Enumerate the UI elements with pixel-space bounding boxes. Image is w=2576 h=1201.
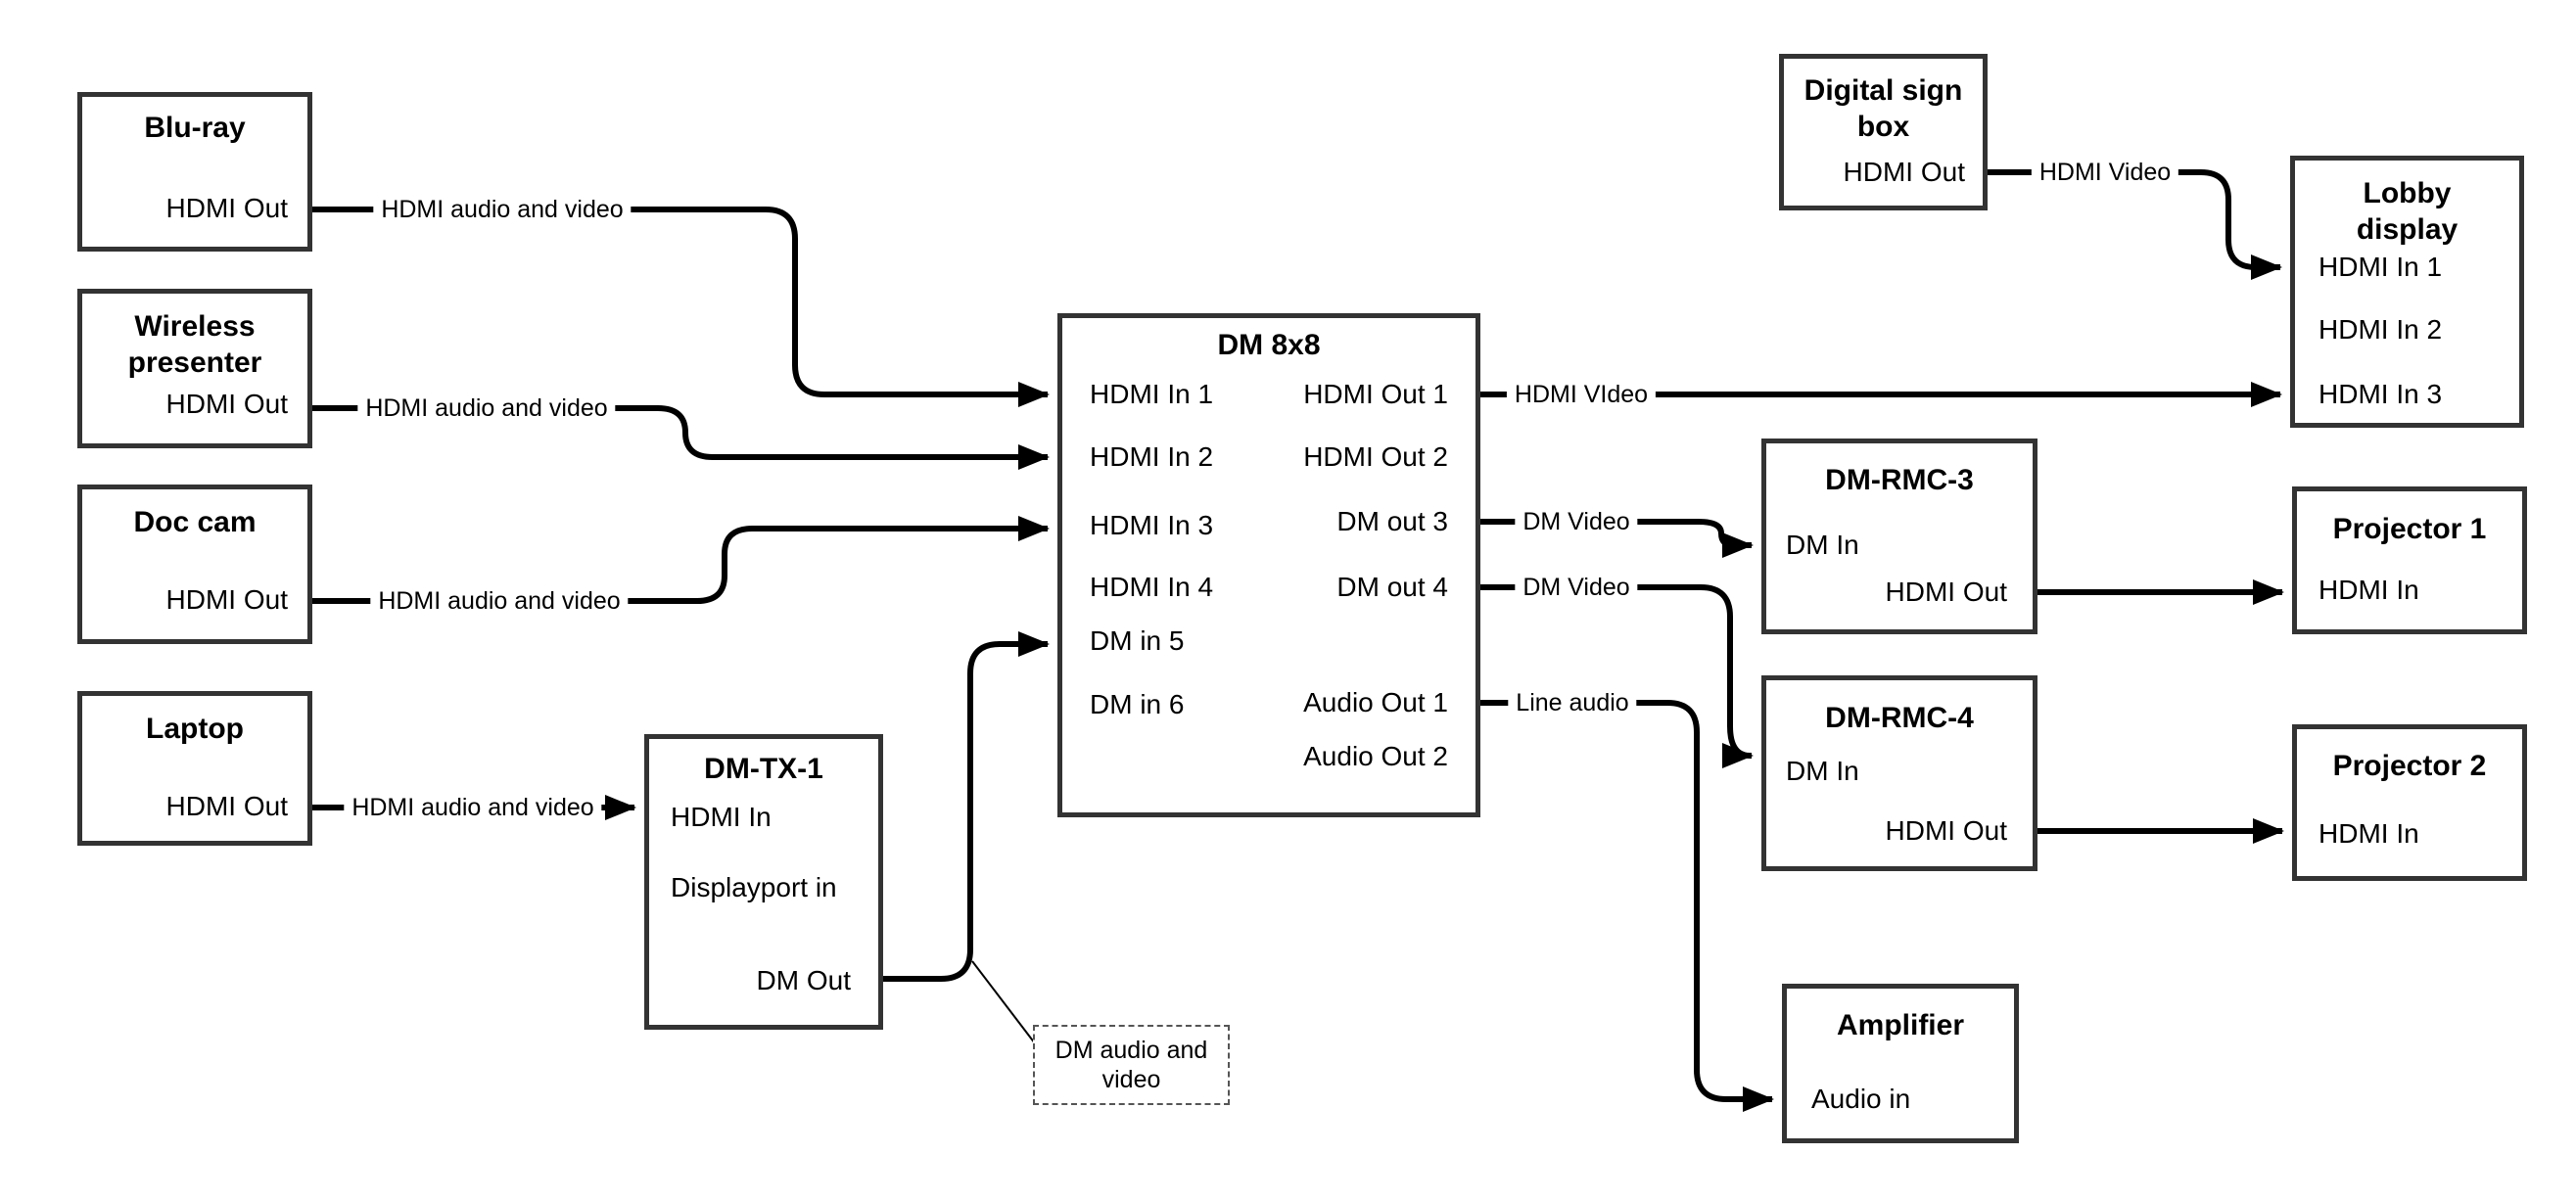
port-hdmi-in: HDMI In — [671, 802, 772, 832]
node-title: Blu-ray — [144, 112, 246, 144]
port-audio-out-2: Audio Out 2 — [1303, 741, 1448, 771]
wire-label-hdmi-video-lobby: HDMI VIdeo — [1506, 380, 1657, 409]
port-hdmi-out: HDMI Out — [165, 791, 288, 821]
node-laptop: Laptop HDMI Out — [77, 691, 312, 846]
node-title: Lobby display — [2356, 177, 2459, 246]
port-dm-in: DM In — [1786, 530, 1859, 560]
wire-dm8x8-dmout3-to-rmc3-dm-in — [1480, 519, 1754, 558]
port-hdmi-out: HDMI Out — [165, 389, 288, 419]
port-hdmi-out-2: HDMI Out 2 — [1303, 441, 1448, 472]
port-hdmi-in: HDMI In — [2318, 818, 2419, 849]
wire-dm8x8-audioout1-to-amplifier — [1480, 700, 1774, 1112]
port-hdmi-in-4: HDMI In 4 — [1090, 572, 1214, 602]
wire-label-hdmi-av-laptop: HDMI audio and video — [344, 793, 602, 822]
port-hdmi-out-1: HDMI Out 1 — [1303, 379, 1448, 409]
node-title: DM-RMC-3 — [1825, 464, 1974, 496]
port-dm-in-5: DM in 5 — [1090, 625, 1185, 656]
port-hdmi-out: HDMI Out — [1843, 157, 1965, 187]
node-title: Wireless presenter — [127, 310, 262, 379]
port-hdmi-in-3: HDMI In 3 — [1090, 510, 1214, 540]
node-lobby-display: Lobby display HDMI In 1 HDMI In 2 HDMI I… — [2290, 156, 2524, 428]
wire-dmtx1-dmout-to-dm8x8-dm-in-5 — [883, 631, 1050, 982]
port-displayport-in: Displayport in — [671, 872, 837, 902]
port-hdmi-in-2: HDMI In 2 — [2318, 314, 2443, 345]
port-dm-out-3: DM out 3 — [1336, 506, 1448, 536]
node-title: DM-RMC-4 — [1825, 702, 1974, 734]
node-title: Digital sign box — [1803, 74, 1963, 143]
port-hdmi-in: HDMI In — [2318, 575, 2419, 605]
wire-signbox-to-lobby-hdmi-in-1 — [1988, 169, 2282, 280]
node-title: Amplifier — [1836, 1009, 1965, 1041]
node-dm-rmc-3: DM-RMC-3 DM In HDMI Out — [1761, 439, 2037, 634]
wire-label-line-audio: Line audio — [1508, 688, 1637, 717]
node-wireless-presenter: Wireless presenter HDMI Out — [77, 289, 312, 448]
node-digital-sign-box: Digital sign box HDMI Out — [1779, 54, 1988, 210]
port-dm-out-4: DM out 4 — [1336, 572, 1448, 602]
port-dm-in-6: DM in 6 — [1090, 689, 1185, 719]
port-hdmi-out: HDMI Out — [165, 584, 288, 615]
port-dm-out: DM Out — [756, 965, 851, 995]
node-amplifier: Amplifier Audio in — [1782, 984, 2019, 1143]
wire-label-hdmi-av-doccam: HDMI audio and video — [370, 586, 629, 616]
wire-dm8x8-dmout4-to-rmc4-dm-in — [1480, 584, 1754, 768]
node-dm-rmc-4: DM-RMC-4 DM In HDMI Out — [1761, 675, 2037, 871]
port-audio-in: Audio in — [1811, 1084, 1911, 1114]
node-title: Projector 1 — [2332, 513, 2487, 545]
port-hdmi-out: HDMI Out — [1885, 815, 2007, 846]
port-hdmi-out: HDMI Out — [1885, 577, 2007, 607]
port-audio-out-1: Audio Out 1 — [1303, 687, 1448, 717]
node-dm-8x8: DM 8x8 HDMI In 1 HDMI In 2 HDMI In 3 HDM… — [1057, 313, 1480, 817]
callout-text: DM audio and video — [1054, 1037, 1208, 1093]
node-title: Laptop — [146, 713, 244, 745]
wire-label-hdmi-av-bluray: HDMI audio and video — [373, 195, 632, 224]
wire-label-dm-video-rmc3: DM Video — [1515, 507, 1638, 536]
wire-wireless-to-dm8x8-hdmi-in-2 — [312, 405, 1050, 470]
node-dm-tx-1: DM-TX-1 HDMI In Displayport in DM Out — [644, 734, 883, 1030]
callout-leader-line — [971, 960, 1036, 1044]
node-bluray: Blu-ray HDMI Out — [77, 92, 312, 252]
wire-bluray-to-dm8x8-hdmi-in-1 — [312, 207, 1050, 407]
node-title: Doc cam — [133, 506, 257, 538]
node-title: DM 8x8 — [1217, 329, 1321, 361]
wire-label-hdmi-video-signbox: HDMI Video — [2031, 158, 2179, 187]
port-hdmi-in-3: HDMI In 3 — [2318, 379, 2443, 409]
node-doc-cam: Doc cam HDMI Out — [77, 485, 312, 644]
node-projector-2: Projector 2 HDMI In — [2292, 724, 2527, 881]
wire-label-dm-video-rmc4: DM Video — [1515, 573, 1638, 602]
wire-doccam-to-dm8x8-hdmi-in-3 — [312, 516, 1050, 604]
node-title: DM-TX-1 — [704, 753, 823, 785]
port-dm-in: DM In — [1786, 756, 1859, 786]
node-title: Projector 2 — [2332, 750, 2487, 782]
callout-dm-audio-and-video: DM audio and video — [1033, 1025, 1230, 1105]
port-hdmi-in-1: HDMI In 1 — [1090, 379, 1214, 409]
wire-label-hdmi-av-wireless: HDMI audio and video — [357, 393, 616, 423]
port-hdmi-in-2: HDMI In 2 — [1090, 441, 1214, 472]
node-projector-1: Projector 1 HDMI In — [2292, 486, 2527, 634]
port-hdmi-out: HDMI Out — [165, 193, 288, 223]
port-hdmi-in-1: HDMI In 1 — [2318, 252, 2443, 282]
